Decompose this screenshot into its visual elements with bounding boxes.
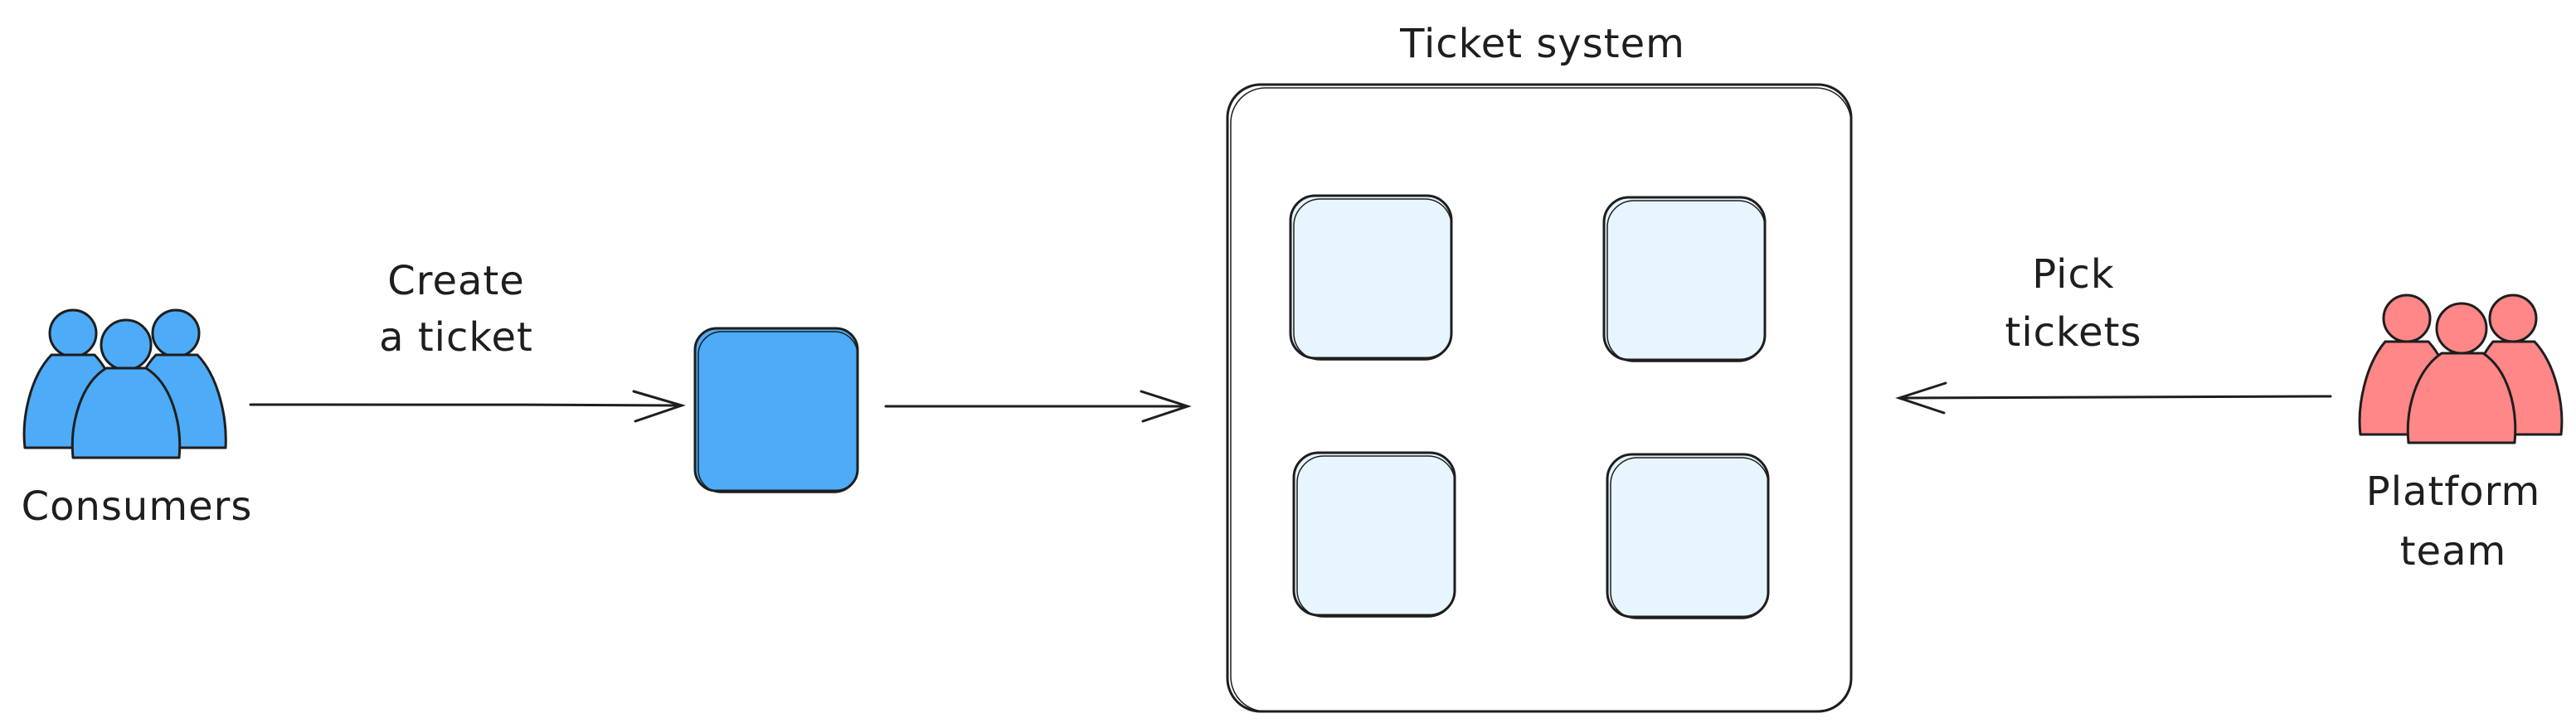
- consumers-label: Consumers: [21, 483, 253, 530]
- submit-ticket-arrow: [884, 390, 1192, 423]
- queued-ticket-bottom-right: [1606, 453, 1770, 619]
- consumers-icon: [22, 308, 227, 459]
- new-ticket-box: [693, 327, 859, 493]
- queued-ticket-bottom-left: [1292, 451, 1456, 618]
- create-label-line1: Create: [387, 258, 525, 304]
- queued-ticket-top-right: [1602, 196, 1767, 362]
- platform-team-label-line2: team: [2399, 528, 2507, 575]
- create-label-line2: a ticket: [379, 314, 533, 361]
- queued-ticket-top-left: [1289, 194, 1453, 361]
- diagram-title: Ticket system: [1400, 21, 1685, 67]
- pick-label-line2: tickets: [2005, 309, 2142, 356]
- pick-tickets-arrow: [1895, 381, 2332, 415]
- pick-label-line1: Pick: [2032, 251, 2115, 298]
- create-ticket-arrow: [249, 390, 686, 423]
- platform-team-label-line1: Platform: [2365, 468, 2541, 515]
- platform-team-icon: [2358, 294, 2564, 444]
